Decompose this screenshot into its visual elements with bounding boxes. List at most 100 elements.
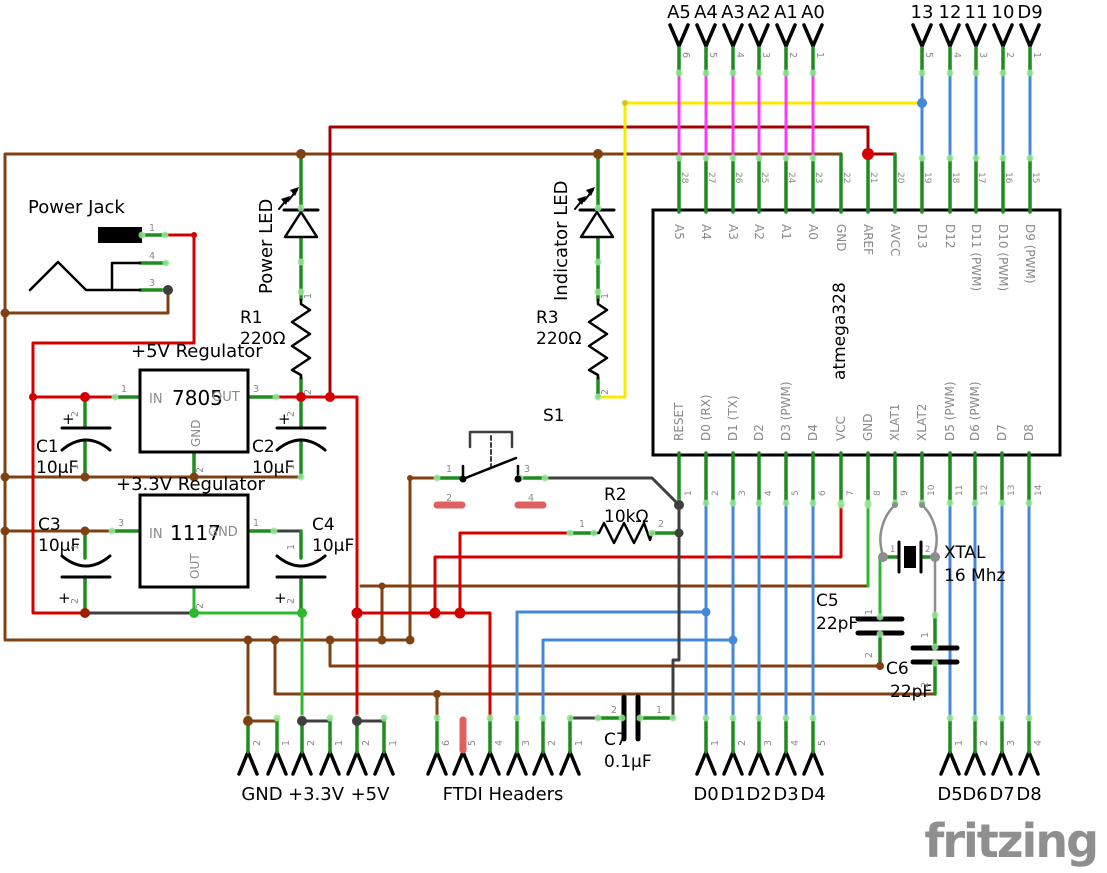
- v33-out-wire[interactable]: [192, 585, 304, 723]
- led-arrowhead[interactable]: [290, 187, 299, 196]
- power-led-triangle[interactable]: [283, 210, 319, 239]
- header-pin-fork[interactable]: [461, 750, 474, 776]
- header-pin-fork[interactable]: [911, 23, 924, 48]
- r3-body[interactable]: [587, 298, 609, 380]
- header-pin-fork[interactable]: [479, 750, 492, 776]
- jack-bar[interactable]: [98, 227, 142, 243]
- c4-arc[interactable]: [275, 554, 327, 568]
- header-pin-fork[interactable]: [802, 23, 815, 48]
- v5-rail[interactable]: [355, 611, 492, 720]
- header-pin-fork[interactable]: [948, 23, 961, 48]
- jack-vin-wire[interactable]: [31, 233, 196, 615]
- header-pin-fork[interactable]: [266, 750, 279, 776]
- header-pin-fork[interactable]: [1018, 750, 1031, 776]
- d13-led-wire[interactable]: [596, 101, 924, 399]
- header-pin-fork[interactable]: [1001, 23, 1014, 48]
- header-pin-fork[interactable]: [346, 750, 359, 776]
- header-pin-fork[interactable]: [811, 23, 824, 48]
- s1-lever[interactable]: [461, 456, 518, 481]
- header-pin-fork[interactable]: [677, 23, 690, 48]
- led-arrowhead[interactable]: [281, 196, 290, 205]
- xtal-arc[interactable]: [879, 503, 897, 554]
- header-pin-fork[interactable]: [748, 750, 761, 776]
- xtal-arc[interactable]: [920, 503, 938, 554]
- ic-body[interactable]: [651, 208, 1062, 457]
- reg5-body[interactable]: [138, 368, 250, 454]
- s1-bracket[interactable]: [468, 430, 514, 449]
- header-pin-fork[interactable]: [275, 750, 288, 776]
- header-pin-fork[interactable]: [559, 750, 572, 776]
- gnd-header-wire[interactable]: [246, 638, 279, 723]
- header-pin-fork[interactable]: [992, 23, 1005, 48]
- header-pin-fork[interactable]: [435, 750, 448, 776]
- c3-arc[interactable]: [60, 554, 112, 568]
- header-pin-fork[interactable]: [695, 750, 708, 776]
- header-pin-fork[interactable]: [722, 23, 735, 48]
- led-arrowhead[interactable]: [586, 187, 595, 196]
- header-pin-fork[interactable]: [939, 750, 952, 776]
- jack-symbol[interactable]: [28, 260, 142, 292]
- header-pin-fork[interactable]: [300, 750, 313, 776]
- header-pin-fork[interactable]: [291, 750, 304, 776]
- header-pin-fork[interactable]: [964, 750, 977, 776]
- gnd-c5-wire[interactable]: [328, 638, 882, 668]
- header-pin-fork[interactable]: [722, 750, 735, 776]
- header-pin-fork[interactable]: [965, 23, 978, 48]
- ftdi-tx-wire[interactable]: [541, 638, 735, 720]
- header-pin-fork[interactable]: [991, 750, 1004, 776]
- led-arrowhead[interactable]: [577, 196, 586, 205]
- c2-arc[interactable]: [275, 438, 327, 452]
- header-pin-fork[interactable]: [1019, 23, 1032, 48]
- gnd-rail[interactable]: [3, 152, 843, 642]
- jack-gnd-wire[interactable]: [3, 288, 170, 315]
- header-pin-fork[interactable]: [974, 23, 987, 48]
- header-pin-fork[interactable]: [811, 750, 824, 776]
- r2-body[interactable]: [592, 521, 654, 545]
- xtal-center[interactable]: [904, 546, 916, 568]
- header-pin-fork[interactable]: [532, 750, 545, 776]
- aref-wire[interactable]: [328, 125, 870, 399]
- header-pin-fork[interactable]: [506, 750, 519, 776]
- header-pin-fork[interactable]: [328, 750, 341, 776]
- header-pin-fork[interactable]: [731, 750, 744, 776]
- header-pin-fork[interactable]: [748, 23, 761, 48]
- r2-pullup-wire[interactable]: [458, 531, 572, 615]
- header-pin-fork[interactable]: [757, 23, 770, 48]
- reg33-body[interactable]: [138, 493, 250, 589]
- header-pin-fork[interactable]: [775, 750, 788, 776]
- indicator-led-triangle[interactable]: [579, 210, 615, 239]
- header-pin-fork[interactable]: [515, 750, 528, 776]
- header-pin-fork[interactable]: [246, 750, 259, 776]
- header-pin-fork[interactable]: [920, 23, 933, 48]
- header-pin-fork[interactable]: [237, 750, 250, 776]
- header-pin-fork[interactable]: [1027, 750, 1040, 776]
- header-pin-fork[interactable]: [757, 750, 770, 776]
- header-pin-fork[interactable]: [426, 750, 439, 776]
- header-pin-fork[interactable]: [382, 750, 395, 776]
- header-pin-fork[interactable]: [695, 23, 708, 48]
- header-pin-fork[interactable]: [704, 23, 717, 48]
- header-pin-fork[interactable]: [355, 750, 368, 776]
- vcc-wire[interactable]: [433, 503, 843, 615]
- header-pin-fork[interactable]: [784, 23, 797, 48]
- c1-arc[interactable]: [60, 438, 112, 452]
- header-pin-fork[interactable]: [488, 750, 501, 776]
- header-pin-fork[interactable]: [541, 750, 554, 776]
- header-pin-fork[interactable]: [1028, 23, 1041, 48]
- header-pin-fork[interactable]: [452, 750, 465, 776]
- ftdi-rx-wire[interactable]: [515, 610, 708, 720]
- header-pin-fork[interactable]: [668, 23, 681, 48]
- header-pin-fork[interactable]: [373, 750, 386, 776]
- reset-wire[interactable]: [543, 476, 681, 720]
- header-pin-fork[interactable]: [1000, 750, 1013, 776]
- header-pin-fork[interactable]: [775, 23, 788, 48]
- header-pin-fork[interactable]: [704, 750, 717, 776]
- header-pin-fork[interactable]: [939, 23, 952, 48]
- header-pin-fork[interactable]: [802, 750, 815, 776]
- header-pin-fork[interactable]: [973, 750, 986, 776]
- header-pin-fork[interactable]: [948, 750, 961, 776]
- header-pin-fork[interactable]: [731, 23, 744, 48]
- header-pin-fork[interactable]: [568, 750, 581, 776]
- gnd-c6-wire[interactable]: [273, 638, 937, 696]
- header-pin-fork[interactable]: [319, 750, 332, 776]
